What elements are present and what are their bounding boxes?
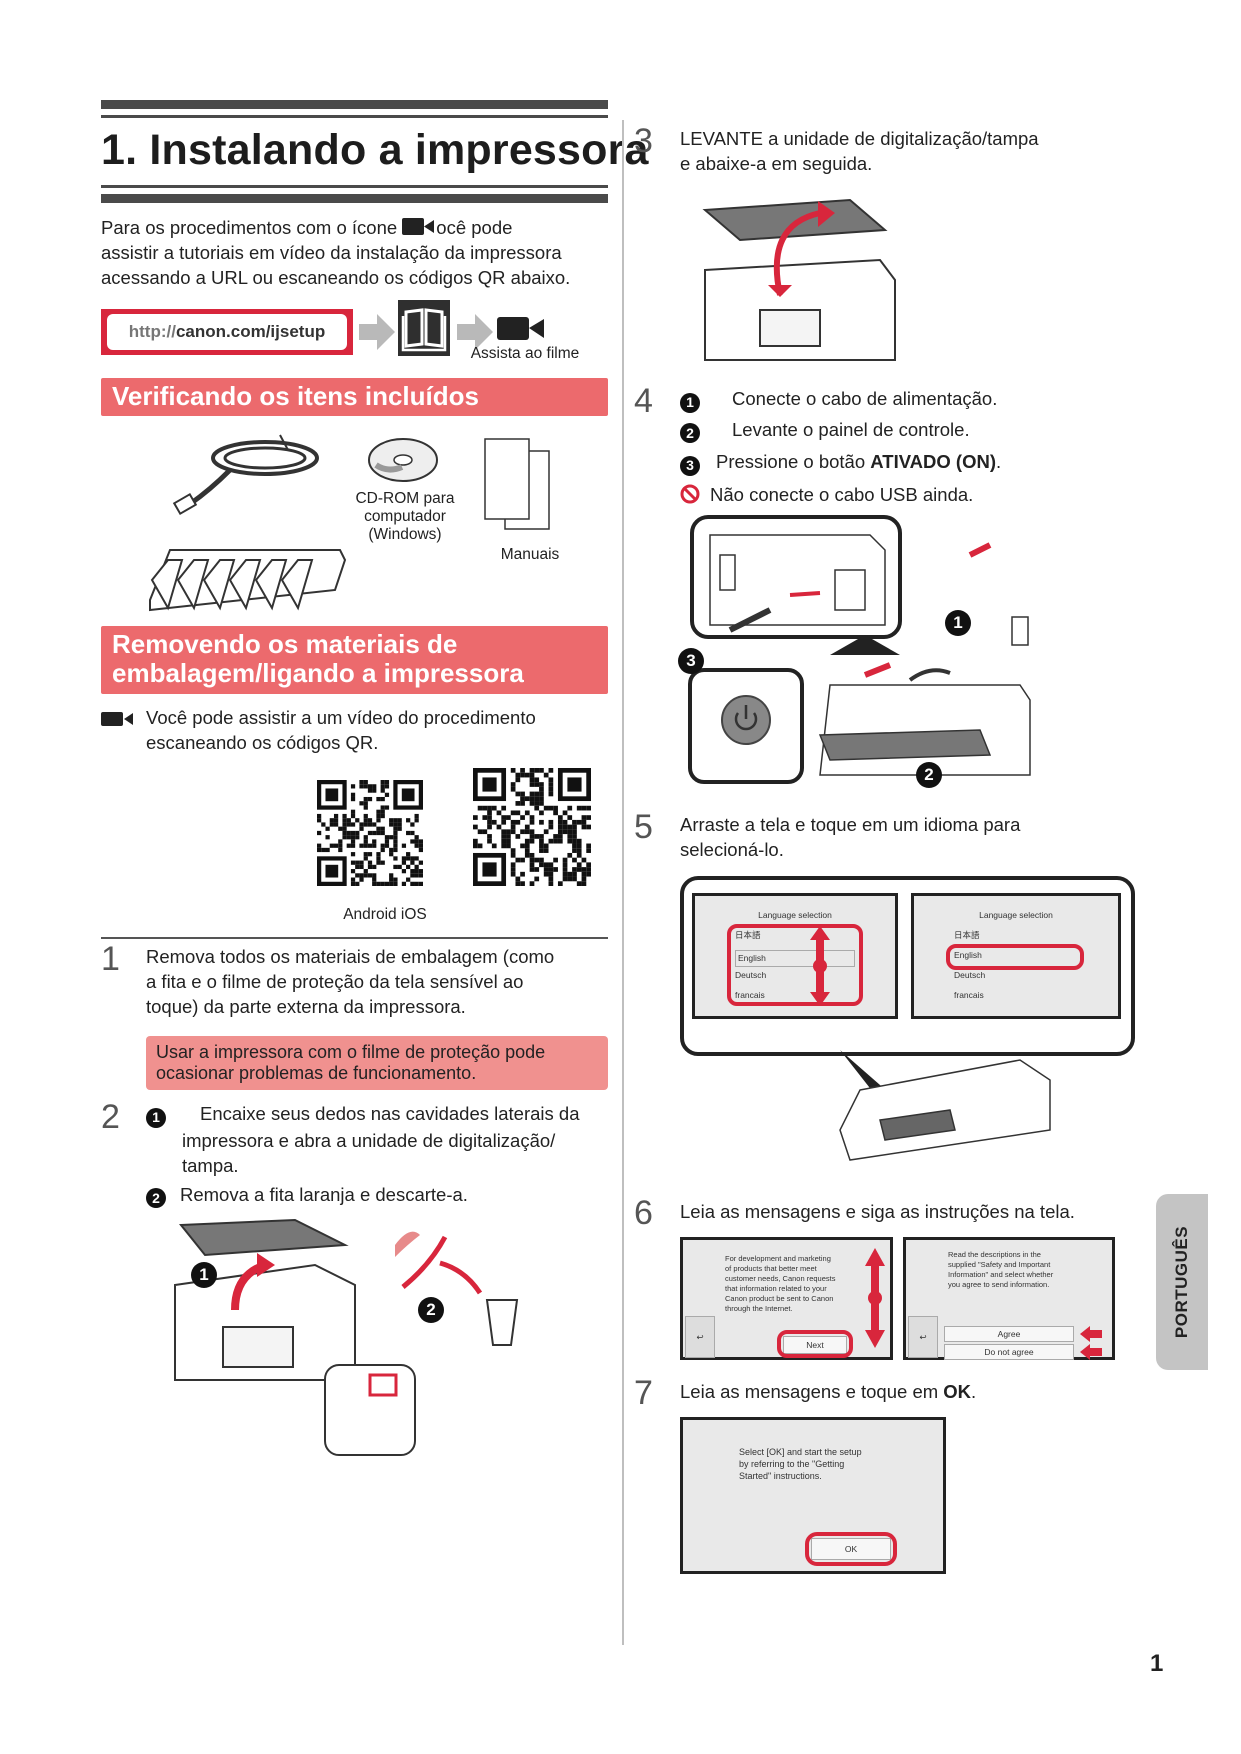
step-4-printer-illustration	[688, 515, 1031, 784]
agreement-message: Read the descriptions in the supplied "S…	[948, 1250, 1054, 1289]
language-screen-select: Language selection 日本語 English Deutsch f…	[911, 893, 1121, 1019]
scroll-arrows-icon	[865, 1248, 885, 1348]
figure-marker-3: 3	[678, 648, 704, 674]
language-screen-drag: Language selection 日本語 English Deutsch f…	[692, 893, 898, 1019]
video-note: Você pode assistir a um vídeo do procedi…	[146, 707, 536, 753]
manual-book-icon	[398, 300, 450, 356]
step-3-printer-illustration	[702, 198, 896, 361]
intro-paragraph: Para os procedimentos com o ícone ocê po…	[101, 215, 611, 290]
step-5-text: Arraste a tela e toque em um idioma para…	[680, 814, 1021, 860]
step-7-text: Leia as mensagens e toque em OK.	[680, 1381, 977, 1402]
marker-1-icon: 1	[680, 392, 700, 413]
agree-button[interactable]: Agree	[944, 1326, 1074, 1342]
figure-marker-1: 1	[945, 610, 971, 636]
language-option[interactable]: Deutsch	[735, 970, 767, 980]
marker-3-icon: 3	[680, 455, 700, 476]
pointer-arrow-icon	[1080, 1344, 1102, 1360]
setup-start-screen: Select [OK] and start the setup by refer…	[680, 1417, 946, 1574]
marker-2-icon: 2	[680, 423, 700, 443]
ink-cartridges-icon	[149, 549, 347, 612]
step-1-text: Remova todos os materiais de embalagem (…	[146, 946, 555, 1017]
setup-url-box[interactable]: http://canon.com/ijsetup	[101, 309, 353, 355]
page-number: 1	[1150, 1650, 1164, 1677]
language-option[interactable]: 日本語	[735, 930, 761, 940]
power-cord-icon	[172, 434, 319, 516]
step-5-printer-illustration	[839, 1050, 1051, 1161]
setup-start-message: Select [OK] and start the setup by refer…	[739, 1447, 862, 1481]
data-sharing-screen: For development and marketing of product…	[680, 1237, 893, 1360]
intro-line-1: Para os procedimentos com o ícone ocê po…	[101, 217, 513, 238]
title-rule-top-thick	[101, 100, 608, 109]
cd-rom-label: CD-ROM para computador (Windows)	[355, 490, 455, 543]
drag-arrows-icon	[810, 926, 830, 1006]
next-button[interactable]: Next	[783, 1336, 847, 1354]
watch-video-caption: Assista ao filme	[470, 345, 580, 362]
manuals-icon	[484, 438, 550, 530]
marker-2-icon: 2	[146, 1188, 166, 1208]
page-title: 1. Instalando a impressora	[101, 126, 649, 174]
title-rule-top-thin	[101, 115, 608, 118]
column-divider	[622, 120, 624, 1645]
figure-marker-2: 2	[916, 762, 942, 788]
intro-line-2: assistir a tutoriais em vídeo da instala…	[101, 242, 562, 263]
section-heading-unpack: Removendo os materiais de embalagem/liga…	[101, 626, 608, 694]
language-option[interactable]: Deutsch	[954, 970, 986, 980]
title-rule-bottom-thick	[101, 194, 608, 203]
back-arrow-icon[interactable]: ↩	[685, 1316, 715, 1358]
step-6-text: Leia as mensagens e siga as instruções n…	[680, 1201, 1075, 1222]
figure-marker-1: 1	[191, 1262, 217, 1288]
step-4-prohibit-note: Não conecte o cabo USB ainda.	[680, 482, 1120, 507]
step-5-screens-frame	[680, 876, 1135, 1056]
language-side-tab: PORTUGUÊS	[1156, 1194, 1208, 1370]
cd-rom-icon	[368, 438, 438, 482]
language-side-tab-label: PORTUGUÊS	[1172, 1225, 1191, 1339]
figure-marker-2: 2	[418, 1297, 444, 1323]
title-rule-bottom-thin	[101, 185, 608, 188]
video-camera-icon	[402, 217, 436, 236]
intro-line-3: acessando a URL ou escaneando os códigos…	[101, 267, 571, 288]
qr-code-android[interactable]	[317, 780, 423, 886]
step-number-4: 4	[634, 382, 653, 420]
step-number-3: 3	[634, 122, 653, 160]
step-number-7: 7	[634, 1374, 653, 1412]
prohibited-icon	[680, 484, 700, 503]
ok-button[interactable]: OK	[811, 1538, 891, 1560]
step-number-6: 6	[634, 1194, 653, 1232]
step-number-2: 2	[101, 1098, 120, 1136]
qr-code-ios[interactable]	[473, 768, 591, 886]
data-sharing-message: For development and marketing of product…	[725, 1254, 836, 1313]
qr-caption: Android iOS	[343, 906, 427, 923]
language-option[interactable]: francais	[735, 990, 765, 1000]
agreement-screen: Read the descriptions in the supplied "S…	[903, 1237, 1115, 1360]
language-option-selected[interactable]: English	[954, 950, 982, 960]
arrow-right-icon	[359, 314, 395, 350]
step-number-1: 1	[101, 940, 120, 978]
arrow-right-icon	[457, 314, 493, 350]
video-camera-icon	[497, 317, 544, 340]
language-option[interactable]: English	[735, 950, 855, 967]
manuals-label: Manuais	[500, 546, 560, 563]
step-number-5: 5	[634, 808, 653, 846]
step-3-text: LEVANTE a unidade de digitalização/tampa…	[680, 128, 1039, 174]
do-not-agree-button[interactable]: Do not agree	[944, 1344, 1074, 1360]
back-arrow-icon[interactable]: ↩	[908, 1316, 938, 1358]
marker-1-icon: 1	[146, 1107, 166, 1128]
language-option[interactable]: 日本語	[954, 930, 980, 940]
video-camera-icon	[101, 712, 133, 726]
section-heading-included: Verificando os itens incluídos	[101, 378, 608, 416]
section-divider	[101, 937, 608, 939]
setup-url-link[interactable]: http://canon.com/ijsetup	[107, 314, 347, 350]
pointer-arrow-icon	[1080, 1326, 1102, 1342]
step-1-warning: Usar a impressora com o filme de proteçã…	[146, 1036, 608, 1090]
step-2-printer-illustration	[174, 1218, 519, 1456]
language-option[interactable]: francais	[954, 990, 984, 1000]
